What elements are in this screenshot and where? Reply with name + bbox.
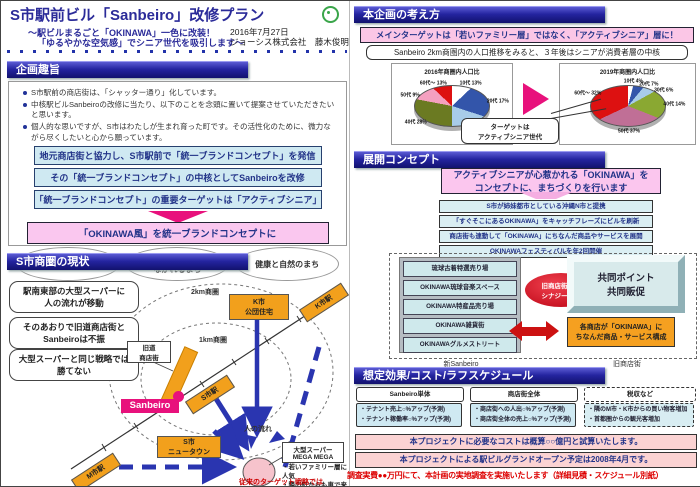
company-author-text: ジョーシス株式会社 藤木俊明: [230, 37, 349, 47]
transition-arrow-icon: [523, 83, 549, 115]
down-arrow-icon: [147, 211, 208, 224]
pie-slice-label: 40代 14%: [663, 101, 686, 108]
map-callout: 駅南東部の大型スーパーに 人の流れが移動: [9, 281, 139, 313]
housing-box: K市 公団住宅: [229, 294, 289, 320]
sanbeiro-dot-icon: [173, 391, 184, 402]
subtitle-line1: ～駅ビルまるごと「OKINAWA」一色に改装！: [28, 28, 216, 38]
new-sanbeiro-stack: 琉球古着特選売り場 OKINAWA琉球音楽スペース OKINAWA特産品売り場 …: [399, 257, 521, 353]
map-callout: 大型スーパーと同じ戦略では 勝てない: [9, 349, 139, 381]
effect-col-header: Sanbeiro単体: [356, 387, 464, 402]
effect-col-items: ・テナント売上○%アップ(予測)・テナント稼働率○%アップ(予測): [356, 403, 462, 427]
pie-slice-label: 50代 37%: [617, 128, 640, 135]
bullet-dot-icon: [23, 102, 27, 107]
concept-item: S市が姉妹都市としている沖縄N市と提携: [439, 200, 653, 213]
mega-super-points: ・若いファミリー層に人気 ・隣の町からも車で来店: [282, 464, 347, 487]
chart-title: 2016年商圏内人口比: [424, 70, 480, 76]
purpose-bullet: 中核駅ビルSanbeiroの改修に当たり、以下のことを念頭に置いて提案させていた…: [23, 100, 338, 121]
pie-slice-label: 10代 13%: [459, 80, 482, 87]
main-target-box: メインターゲットは「若いファミリー層」ではなく、「アクティブシニア」層に！: [360, 27, 694, 43]
effect-col-items: ・商店街への人出○%アップ(予測)・商店街全体の売上○%アップ(予測): [470, 403, 576, 427]
pie-slice-label: 50代 9%: [400, 92, 420, 99]
effect-col-header: 商店街全体: [470, 387, 578, 402]
section-heading-approach: 本企画の考え方: [354, 6, 605, 23]
mega-super-box: 大型スーパー MEGA MEGA: [282, 442, 344, 463]
concept-item: 「すぐそこにあるOKINAWA」をキャッチフレーズにビルを刷新: [439, 215, 653, 228]
sanbeiro-floor-item: OKINAWA琉球音楽スペース: [403, 280, 517, 296]
joint-point-box: 共同ポイント 共同販促: [567, 255, 685, 313]
column-divider: [349, 1, 350, 486]
sanbeiro-floor-item: OKINAWAグルメストリート: [403, 337, 517, 353]
unified-brand-concept-box: 「OKINAWA風」を統一ブランドコンセプトに: [26, 222, 329, 245]
market-map: 駅南東部の大型スーパーに 人の流れが移動 そのあおりで旧道商店街と Sanbei…: [1, 269, 350, 487]
sanbeiro-floor-item: OKINAWA特産品売り場: [403, 299, 517, 315]
pie-slice-label: 60代～ 13%: [419, 80, 447, 87]
purpose-bullet: S市駅前の商店街は、「シャッター通り」化しています。: [23, 88, 338, 99]
population-note-box: Sanbeiro 2km商圏内の人口推移をみると、３年後はシニアが消費者層の中核: [366, 45, 688, 60]
concept-main-box: アクティブシニアが心惹かれる「OKINAWA」を コンセプトに、まちづくりを行い…: [441, 168, 661, 194]
pie-slice-label: 40代 28%: [404, 119, 427, 126]
sanbeiro-box: Sanbeiro: [121, 399, 179, 413]
funnel-icon: [519, 192, 573, 199]
map-warning-text: 従来のターゲット戦略では これに対抗するのはムリです！: [239, 479, 323, 486]
brand-step: 「統一ブランドコンセプト」の重要ターゲットは「アクティブシニア」: [33, 190, 322, 210]
pie-slice-label: 60代～ 32%: [574, 90, 602, 97]
sanbeiro-floor-item: 琉球古着特選売り場: [403, 261, 517, 277]
pie-slice-label: 20代 17%: [486, 98, 509, 105]
label-2km: 2km商圏: [191, 289, 220, 296]
concept-item: 商店街も連動して「OKINAWA」にちなんだ商品やサービスを展開: [439, 230, 653, 243]
pie-slice-label: 30代 6%: [654, 87, 674, 94]
map-callout: そのあおりで旧道商店街と Sanbeiroは不振: [9, 317, 139, 349]
effect-col-header: 税収など: [584, 387, 696, 402]
old-street-label: 旧道 商店街: [127, 341, 171, 363]
effect-col-items: ・隣のM市・K市からの買い物客増加・首都圏からの観光客増加: [584, 403, 694, 427]
label-new-sanbeiro: 新Sanbeiro: [443, 361, 479, 368]
survey-note-text: 調査実費●●万円にて、本計画の実地調査を実施いたします（詳細見積・スケジュール別…: [347, 471, 664, 480]
pie-slice-label: 20代 7%: [639, 81, 659, 88]
subtitle-line2: 「ゆるやかな空気感」でシニア世代を吸引します～: [37, 38, 245, 48]
bullet-dot-icon: [23, 91, 27, 95]
synergy-panel: [389, 253, 697, 359]
sanbeiro-floor-item: OKINAWA雑貨街: [403, 318, 517, 334]
label-old-street: 旧商店街: [613, 361, 641, 368]
flow-label: 人の流れ: [244, 426, 272, 433]
pie-disc: [589, 85, 666, 127]
newtown-box: S市 ニュータウン: [157, 436, 221, 458]
plan-purpose-panel: S市駅前の商店街は、「シャッター通り」化しています。 中核駅ビルSanbeiro…: [8, 81, 347, 282]
bullet-dot-icon: [23, 124, 27, 129]
purpose-bullet: 個人的な思いですが、S市はわたしが生まれ育った町です。その活性化のために、微力な…: [23, 122, 338, 143]
concept-oval: 健康と自然のまち: [235, 247, 340, 282]
double-arrow-icon: [509, 321, 559, 341]
open-note-box: 本プロジェクトによる駅ビルグランドオープン予定は2008年4月です。: [355, 452, 697, 468]
mega-super-circle: [242, 457, 276, 486]
label-1km: 1km商圏: [199, 337, 228, 344]
company-logo-icon: [322, 6, 339, 23]
target-callout-box: ターゲットは アクティブシニア世代: [461, 118, 559, 144]
pie-slice-label: 10代 4%: [623, 78, 643, 85]
section-heading-concept: 展開コンセプト: [354, 151, 605, 168]
date-text: 2016年7月27日: [230, 27, 289, 37]
flow-arrow-newtown: [206, 423, 245, 460]
dotted-divider: [7, 50, 347, 53]
concept-item: OKINAWAフェスティバルを年2回開催: [439, 245, 653, 258]
shops-okinawa-box: 各商店が「OKINAWA」に ちなんだ商品・サービス構成: [567, 317, 675, 347]
section-heading-plan-purpose: 企画趣旨: [7, 61, 248, 78]
railway-line: [70, 290, 344, 470]
section-heading-effects: 想定効果/コスト/ラフスケジュール: [354, 367, 605, 384]
chart-title: 2019年商圏内人口比: [599, 70, 656, 76]
section-heading-market-status: S市商圏の現状: [7, 253, 248, 270]
page-title: S市駅前ビル「Sanbeiro」改修プラン: [10, 7, 265, 24]
concept-items: S市が姉妹都市としている沖縄N市と提携 「すぐそこにあるOKINAWA」をキャッ…: [439, 200, 653, 258]
brand-step: その「統一ブランドコンセプト」の中核としてSanbeiroを改修: [33, 168, 322, 188]
cost-note-box: 本プロジェクトに必要なコストは概算○○億円と試算いたします。: [355, 434, 697, 450]
pie-chart-2019: 10代 4%20代 7%30代 6% 40代 14% 50代 37% 60代～ 32%: [573, 77, 686, 135]
brand-step: 地元商店街と協力し、S市駅前で「統一ブランドコンセプト」を発信: [33, 146, 322, 166]
